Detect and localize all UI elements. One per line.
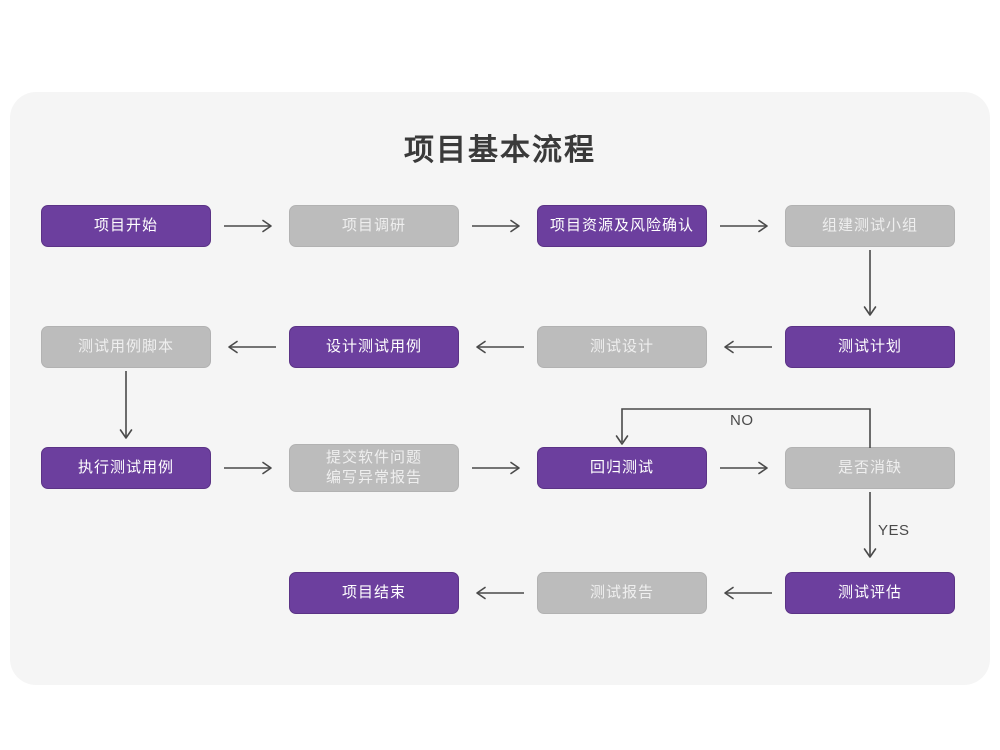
flow-node-project-research[interactable]: 项目调研	[289, 205, 459, 247]
flow-node-execute-test-case[interactable]: 执行测试用例	[41, 447, 211, 489]
edge-label-no: NO	[730, 412, 754, 429]
flow-node-label: 测试用例脚本	[77, 338, 174, 355]
edge-label-yes: YES	[878, 522, 910, 539]
flow-node-label: 回归测试	[589, 459, 654, 476]
flow-node-label: 测试计划	[837, 338, 902, 355]
flow-node-regression-test[interactable]: 回归测试	[537, 447, 707, 489]
flow-node-project-start[interactable]: 项目开始	[41, 205, 211, 247]
flow-node-build-test-team[interactable]: 组建测试小组	[785, 205, 955, 247]
flow-node-defect-cleared[interactable]: 是否消缺	[785, 447, 955, 489]
flow-node-label: 测试报告	[589, 584, 654, 601]
flow-node-test-evaluation[interactable]: 测试评估	[785, 572, 955, 614]
flow-node-label: 项目开始	[93, 217, 158, 234]
flow-node-design-test-case[interactable]: 设计测试用例	[289, 326, 459, 368]
flow-node-test-case-script[interactable]: 测试用例脚本	[41, 326, 211, 368]
flow-node-label: 项目结束	[341, 584, 406, 601]
flow-node-label: 设计测试用例	[325, 338, 422, 355]
page-title: 项目基本流程	[404, 134, 596, 167]
flow-node-label-line2: 编写异常报告	[325, 469, 422, 486]
flow-node-label: 测试评估	[837, 584, 902, 601]
flow-node-resource-risk-confirm[interactable]: 项目资源及风险确认	[537, 205, 707, 247]
flow-node-test-design[interactable]: 测试设计	[537, 326, 707, 368]
flow-node-label: 是否消缺	[837, 459, 902, 476]
flow-node-project-end[interactable]: 项目结束	[289, 572, 459, 614]
flow-node-test-report[interactable]: 测试报告	[537, 572, 707, 614]
flow-node-label: 项目调研	[341, 217, 406, 234]
flow-node-label: 项目资源及风险确认	[549, 217, 694, 234]
flow-node-label-group: 提交软件问题 编写异常报告	[326, 448, 422, 488]
flow-node-test-plan[interactable]: 测试计划	[785, 326, 955, 368]
flow-node-submit-bug-report[interactable]: 提交软件问题 编写异常报告	[289, 444, 459, 492]
flow-node-label: 执行测试用例	[77, 459, 174, 476]
flow-node-label: 测试设计	[589, 338, 654, 355]
flow-node-label-line1: 提交软件问题	[325, 449, 422, 466]
flow-node-label: 组建测试小组	[821, 217, 918, 234]
